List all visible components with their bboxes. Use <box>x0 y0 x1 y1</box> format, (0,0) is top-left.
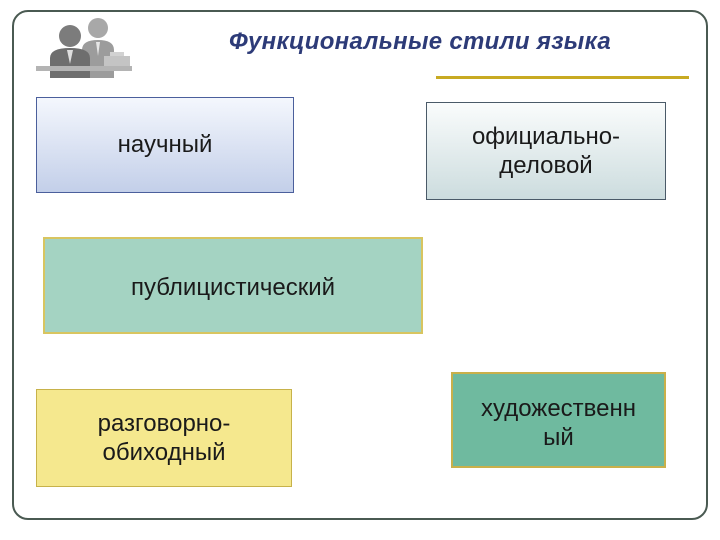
slide-title: Функциональные стили языка <box>229 28 611 55</box>
style-box-ofitsialno-delovoy: официально-деловой <box>426 102 666 200</box>
style-label-nauchny: научный <box>117 131 213 159</box>
business-people-icon <box>36 18 132 78</box>
style-box-nauchny: научный <box>36 97 294 193</box>
style-box-publitsistichesky: публицистический <box>43 237 423 334</box>
title-underline <box>436 76 689 79</box>
style-label-razgovorno-obikhodny: разговорно-обиходный <box>97 409 231 466</box>
style-label-ofitsialno-delovoy: официально-деловой <box>471 122 621 179</box>
style-box-razgovorno-obikhodny: разговорно-обиходный <box>36 389 292 487</box>
style-label-publitsistichesky: публицистический <box>130 273 336 301</box>
